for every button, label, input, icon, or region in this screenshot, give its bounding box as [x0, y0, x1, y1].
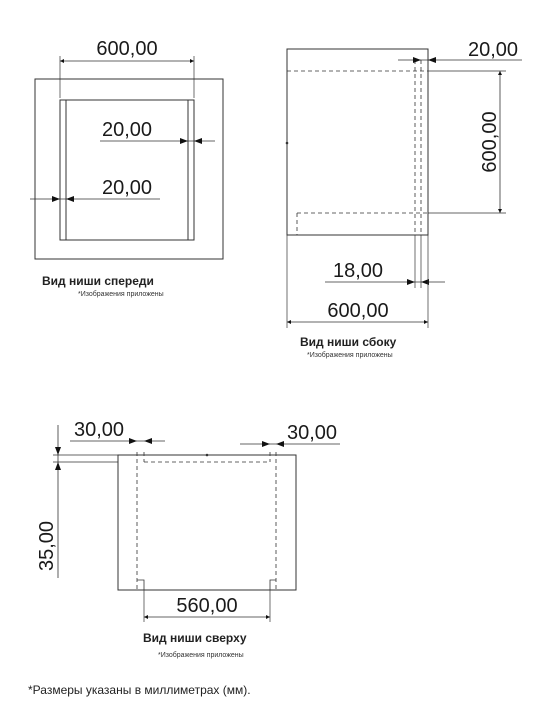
top-depth-label: 35,00 — [36, 521, 58, 571]
units-footnote: *Размеры указаны в миллиметрах (мм). — [28, 683, 251, 697]
side-view — [285, 48, 522, 328]
side-panel-label: 18,00 — [333, 260, 383, 282]
front-outer-frame — [34, 78, 224, 260]
top-right-label: 30,00 — [287, 422, 337, 444]
top-outer-frame — [117, 454, 297, 591]
side-caption: Вид ниши сбоку — [300, 335, 397, 349]
front-side-top-label: 20,00 — [102, 119, 152, 141]
side-outer-frame — [286, 48, 429, 236]
side-height-label: 600,00 — [479, 111, 501, 172]
top-left-label: 30,00 — [74, 419, 124, 441]
side-depth-label: 600,00 — [327, 300, 388, 322]
front-width-label: 600,00 — [96, 38, 157, 60]
front-side-bottom-label: 20,00 — [102, 177, 152, 199]
front-view — [30, 56, 224, 260]
top-view — [53, 425, 340, 622]
top-caption: Вид ниши сверху — [143, 631, 247, 645]
side-top-label: 20,00 — [468, 39, 518, 61]
side-subcaption: *Изображения приложены — [307, 351, 393, 359]
top-subcaption: *Изображения приложены — [158, 651, 244, 659]
front-caption: Вид ниши спереди — [42, 274, 154, 288]
front-subcaption: *Изображения приложены — [78, 290, 164, 298]
top-width-label: 560,00 — [176, 595, 237, 617]
front-inner-opening — [59, 99, 195, 241]
